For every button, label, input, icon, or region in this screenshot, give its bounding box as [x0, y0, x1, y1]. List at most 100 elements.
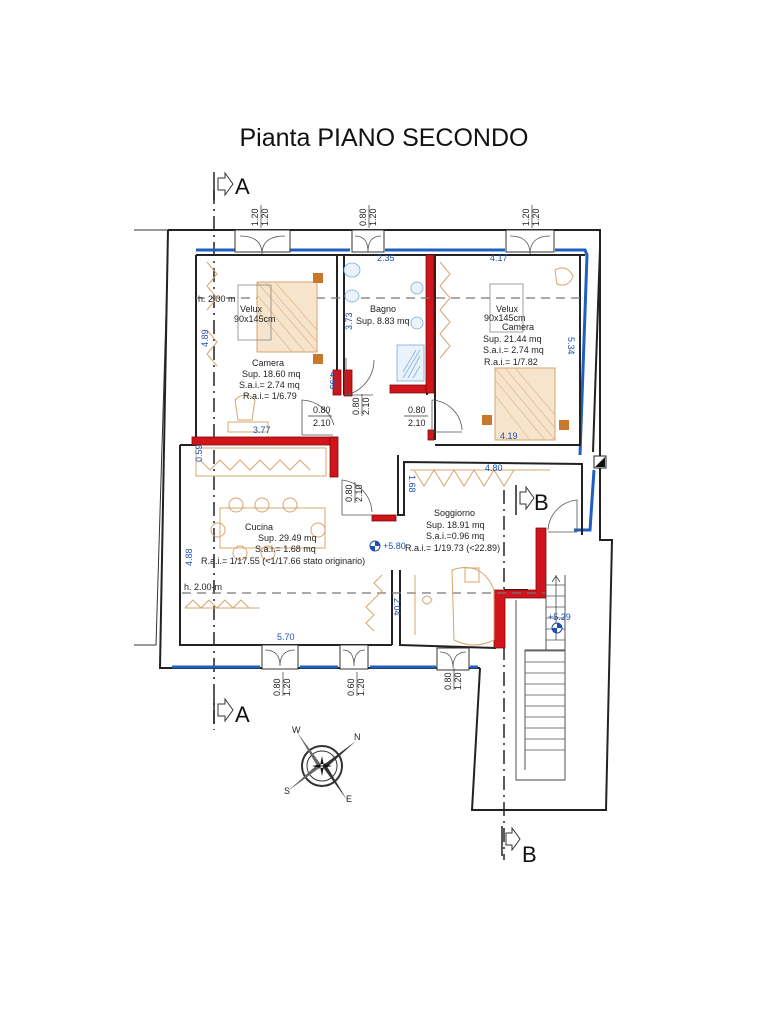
section-label: B: [522, 842, 537, 867]
section-label: A: [235, 702, 250, 727]
new-wall-camera1-bottom: [191, 436, 338, 446]
section-label: B: [534, 490, 549, 515]
dim-bagno-width: 2.35: [377, 253, 395, 263]
door-bagno[interactable]: [345, 358, 375, 396]
svg-text:S.a.i.= 1.68 mq: S.a.i.= 1.68 mq: [255, 544, 316, 554]
desk-camera1: [227, 394, 269, 433]
staircase[interactable]: [515, 575, 566, 781]
section-arrow-icon: [217, 697, 234, 723]
window-bottom-2: [339, 644, 369, 670]
svg-text:90x145cm: 90x145cm: [234, 314, 276, 324]
new-wall-cucina-corner: [329, 436, 339, 478]
svg-text:1.20: 1.20: [521, 208, 531, 226]
window-dims-bottom-2: 0.60 1.20: [346, 672, 366, 696]
svg-text:0.60: 0.60: [346, 678, 356, 696]
level-marker-stair: +5.29: [548, 612, 571, 634]
svg-text:0.80: 0.80: [272, 678, 282, 696]
new-wall-camera2-door: [427, 429, 435, 441]
svg-text:S.a.i.= 2.74 mq: S.a.i.= 2.74 mq: [239, 380, 300, 390]
svg-text:Camera: Camera: [502, 322, 534, 332]
door-camera2[interactable]: [431, 399, 463, 433]
door-stair[interactable]: [547, 499, 578, 533]
window-bottom-3: [436, 647, 470, 671]
dim-cucina-depth: 4.88: [184, 548, 194, 566]
svg-text:R.a.i.= 1/17.55 (<1/17.66 stat: R.a.i.= 1/17.55 (<1/17.66 stato originar…: [201, 556, 365, 566]
velux-camera2: Velux 90x145cm: [484, 283, 526, 333]
door-soggiorno[interactable]: [341, 479, 373, 516]
sink: [410, 316, 424, 330]
room-label-camera1: Camera Sup. 18.60 mq S.a.i.= 2.74 mq R.a…: [239, 358, 301, 401]
dim-soggiorno-step: 1.68: [407, 475, 417, 493]
nightstand: [482, 415, 492, 425]
svg-text:Velux: Velux: [496, 304, 519, 314]
section-marker-b-bottom: B: [501, 826, 537, 867]
tv-unit: [414, 575, 433, 635]
insulation-right: [555, 248, 589, 456]
new-wall-bagno-door: [332, 369, 342, 396]
new-wall-bagno-camera2: [425, 254, 435, 394]
svg-text:Cucina: Cucina: [245, 522, 273, 532]
armchair-camera2: [554, 267, 574, 286]
svg-text:S.a.i.=0.96 mq: S.a.i.=0.96 mq: [426, 531, 484, 541]
room-label-bagno: Bagno Sup. 8.83 mq: [356, 304, 410, 326]
svg-text:2.10: 2.10: [313, 418, 331, 428]
svg-text:1.20: 1.20: [282, 678, 292, 696]
section-arrow-icon: [217, 171, 234, 197]
compass-label-s: S: [284, 786, 290, 796]
bathroom-fixtures: [343, 262, 425, 382]
svg-text:0.80: 0.80: [313, 405, 331, 415]
room-label-soggiorno: Soggiorno Sup. 18.91 mq S.a.i.=0.96 mq R…: [405, 508, 500, 553]
compass-label-w: W: [292, 725, 301, 735]
compass-needle-n: [322, 741, 356, 769]
window-top-3: [505, 229, 555, 255]
dim-partition: 2.04: [392, 598, 402, 616]
room-label-camera2: Camera Sup. 21.44 mq S.a.i.= 2.74 mq R.a…: [483, 322, 544, 367]
neighbour-building: [134, 229, 169, 646]
dim-camera2-width-top: 4.17: [490, 253, 508, 263]
wardrobe-camera2: [439, 261, 451, 359]
svg-text:+5.80: +5.80: [383, 541, 406, 551]
dining-table: [210, 497, 326, 561]
window-top-2: [351, 229, 385, 253]
compass-label-n: N: [354, 732, 361, 742]
room-label-cucina: Cucina Sup. 29.49 mq S.a.i.= 1.68 mq R.a…: [201, 522, 365, 566]
svg-text:Soggiorno: Soggiorno: [434, 508, 475, 518]
window-top-1: [234, 229, 291, 255]
svg-text:1.20: 1.20: [368, 208, 378, 226]
door-dims-camera1: 0.80 2.10: [308, 405, 332, 428]
armchair-soggiorno: [464, 567, 480, 583]
section-label: A: [235, 174, 250, 199]
dim-camera2-width-bottom: 4.19: [500, 431, 518, 441]
section-arrow-icon: [505, 826, 521, 852]
svg-text:Sup. 29.49 mq: Sup. 29.49 mq: [258, 533, 317, 543]
door-dims-soggiorno: 0.80 2.10: [344, 482, 364, 503]
riser-shaft-icon: [593, 455, 607, 469]
dim-soggiorno-width: 4.80: [485, 463, 503, 473]
svg-text:1.20: 1.20: [356, 678, 366, 696]
dim-camera1-depth: 4.89: [200, 329, 210, 347]
bidet: [344, 289, 360, 303]
svg-text:Velux: Velux: [240, 304, 263, 314]
kitchen-cabinets-bottom: [184, 599, 260, 609]
svg-text:2.10: 2.10: [361, 397, 371, 415]
window-dims-top-3: 1.20 1.20: [521, 205, 541, 228]
door-camera1[interactable]: [301, 399, 335, 436]
section-marker-b-mid: B: [515, 485, 549, 515]
door-dims-bagno: 0.80 2.10: [351, 394, 371, 416]
sideboard-soggiorno: [410, 469, 550, 487]
svg-text:Camera: Camera: [252, 358, 284, 368]
wall-camera2-outer: [435, 255, 581, 446]
svg-text:0.80: 0.80: [358, 208, 368, 226]
nightstand: [559, 420, 569, 430]
nightstand: [313, 273, 323, 283]
nightstand: [313, 354, 323, 364]
svg-text:Bagno: Bagno: [370, 304, 396, 314]
svg-text:Sup. 8.83 mq: Sup. 8.83 mq: [356, 316, 410, 326]
dim-cucina-step: 0.59: [194, 444, 204, 462]
dim-camera1-width: 3.77: [253, 425, 271, 435]
stair-direction-icon: [551, 575, 561, 583]
svg-text:1.20: 1.20: [531, 208, 541, 226]
svg-text:2.10: 2.10: [408, 418, 426, 428]
new-wall-bagno-door-2: [343, 369, 353, 397]
